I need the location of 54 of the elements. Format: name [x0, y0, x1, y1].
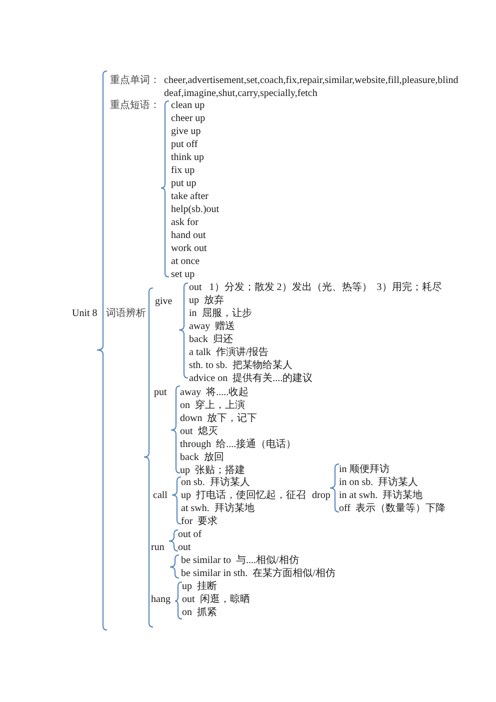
- section-heading: 词语辨析: [106, 306, 146, 320]
- usage-text: up 放弃: [189, 294, 224, 306]
- usage-text: up 打电话，使回忆起，征召: [181, 488, 306, 502]
- phrase-text: help(sb.)out: [171, 202, 220, 216]
- usage-text: out 熄灭: [180, 424, 218, 438]
- verb-heading: put: [154, 386, 167, 398]
- usage-text: through 给....接通（电话）: [180, 438, 296, 450]
- verb-heading: give: [155, 294, 172, 308]
- phrase-text: give up: [171, 124, 201, 138]
- phrase-text: at once: [171, 254, 200, 268]
- phrase-text: think up: [171, 150, 204, 164]
- usage-text: up 张贴；搭建: [180, 464, 245, 476]
- verb-heading: drop: [312, 488, 330, 502]
- phrase-text: take after: [171, 190, 208, 202]
- usage-text: down 放下，记下: [180, 412, 258, 424]
- phrase-text: put up: [171, 176, 196, 190]
- phrase-text: cheer up: [171, 112, 206, 124]
- usage-text: out 1）分发；散发 2）发出（光、热等） 3）用完；耗尽: [189, 280, 442, 294]
- usage-text: in 屈服，让步: [189, 306, 252, 320]
- usage-text: a talk 作演讲/报告: [189, 346, 269, 358]
- phrase-text: clean up: [171, 98, 205, 112]
- usage-text: back 归还: [189, 332, 233, 346]
- phrase-text: fix up: [171, 164, 195, 176]
- usage-text: sth. to sb. 把某物给某人: [189, 358, 292, 372]
- usage-text: in 顺便拜访: [339, 462, 390, 476]
- usage-text: on sb. 拜访某人: [181, 476, 250, 488]
- unit-title: Unit 8: [72, 306, 98, 320]
- usage-text: back 放回: [180, 450, 224, 464]
- usage-text: out of: [178, 528, 202, 540]
- usage-text: off 表示（数量等）下降: [339, 502, 446, 514]
- usage-text: out 闲逛，晾晒: [182, 592, 250, 606]
- phrase-text: hand out: [171, 228, 206, 242]
- section-heading: 重点短语：: [110, 98, 160, 112]
- usage-text: out: [178, 540, 191, 554]
- usage-text: in at swh. 拜访某地: [339, 488, 423, 502]
- usage-text: on 穿上，上演: [180, 398, 245, 412]
- phrase-text: put off: [171, 138, 198, 150]
- usage-text: at swh. 拜访某地: [181, 502, 254, 514]
- section-heading: 重点单词：: [110, 74, 160, 86]
- usage-text: away 赠送: [189, 320, 236, 332]
- usage-text: on 抓紧: [182, 606, 217, 618]
- usage-text: in on sb. 拜访某人: [339, 476, 418, 488]
- usage-text: be similar to 与....相似/相仿: [181, 554, 299, 566]
- verb-heading: call: [153, 488, 168, 502]
- verb-heading: run: [151, 540, 164, 554]
- verb-heading: hang: [151, 592, 170, 606]
- usage-text: for 要求: [181, 514, 218, 528]
- usage-text: away 将.....收起: [180, 386, 249, 398]
- phrase-text: work out: [171, 242, 207, 254]
- usage-text: be similar in sth. 在某方面相似/相仿: [181, 566, 336, 580]
- usage-text: advice on 提供有关....的建议: [189, 372, 313, 384]
- phrase-text: set up: [171, 268, 195, 280]
- phrase-text: ask for: [171, 216, 198, 228]
- usage-text: up 挂断: [182, 580, 217, 592]
